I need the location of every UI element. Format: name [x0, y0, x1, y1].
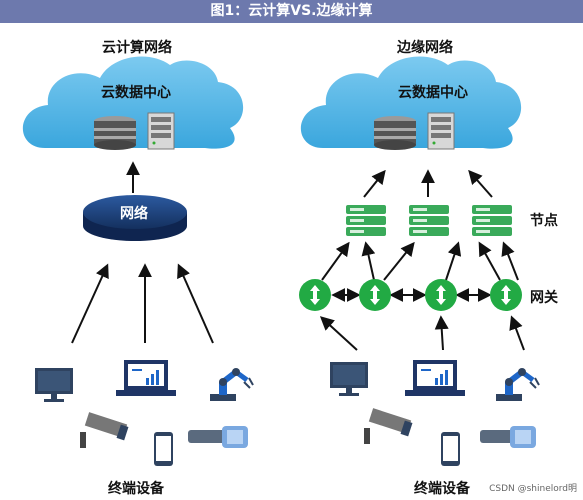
right-devices-label: 终端设备	[414, 481, 470, 497]
left-cloud	[22, 56, 244, 149]
network-disk-icon	[83, 195, 187, 241]
arrow-device-to-gw3	[434, 315, 449, 351]
left-database-icon	[94, 116, 136, 150]
arrow-device-to-gw4	[509, 315, 525, 351]
gateway-4-icon	[490, 279, 522, 311]
arrow-node1-to-cloud	[363, 169, 386, 198]
right-server-rack-icon	[427, 112, 455, 150]
arrow-gw4-to-node3	[478, 241, 501, 281]
arrow-device-to-network-1	[71, 263, 109, 344]
edge-node-2-icon	[409, 205, 449, 236]
left-security-camera-icon	[80, 412, 129, 448]
arrow-device-to-network-3	[177, 263, 214, 344]
right-handheld-scanner-icon	[480, 426, 536, 448]
right-robot-arm-icon	[496, 368, 540, 401]
gateway-2-icon	[359, 279, 391, 311]
title-bar	[0, 0, 583, 23]
right-cloud	[300, 56, 522, 149]
arrow-device-to-gw1	[319, 316, 358, 351]
right-monitor-icon	[330, 362, 368, 396]
left-cloud-label: 云数据中心	[101, 85, 171, 101]
right-cloud-label: 云数据中心	[398, 85, 468, 101]
gateways-label: 网关	[530, 290, 558, 306]
edge-node-1-icon	[346, 205, 386, 236]
left-heading: 云计算网络	[102, 40, 172, 56]
arrow-node3-to-cloud	[468, 169, 493, 198]
right-database-icon	[374, 116, 416, 150]
arrow-gw2-to-node1	[361, 241, 376, 281]
arrow-gw2-to-node2	[383, 241, 415, 281]
left-handheld-scanner-icon	[188, 426, 248, 448]
left-robot-arm-icon	[210, 368, 254, 401]
left-smartphone-icon	[154, 432, 173, 466]
nodes-label: 节点	[530, 213, 558, 229]
right-smartphone-icon	[441, 432, 460, 466]
edge-node-3-icon	[472, 205, 512, 236]
left-server-rack-icon	[147, 112, 175, 150]
arrow-gw1-to-node1	[321, 241, 350, 281]
arrow-gw4b-to-node3	[501, 241, 519, 281]
right-laptop-icon	[405, 360, 465, 396]
gateway-1-icon	[299, 279, 331, 311]
gateway-3-icon	[425, 279, 457, 311]
left-devices-label: 终端设备	[108, 481, 164, 497]
watermark: CSDN @shinelord明	[489, 484, 577, 494]
left-laptop-icon	[116, 360, 176, 396]
left-monitor-icon	[35, 368, 73, 402]
right-security-camera-icon	[364, 408, 413, 444]
right-heading: 边缘网络	[397, 40, 453, 56]
arrow-gw3-to-node2	[445, 241, 462, 281]
left-network-label: 网络	[120, 206, 148, 222]
figure-title: 图1：云计算VS.边缘计算	[210, 3, 373, 19]
